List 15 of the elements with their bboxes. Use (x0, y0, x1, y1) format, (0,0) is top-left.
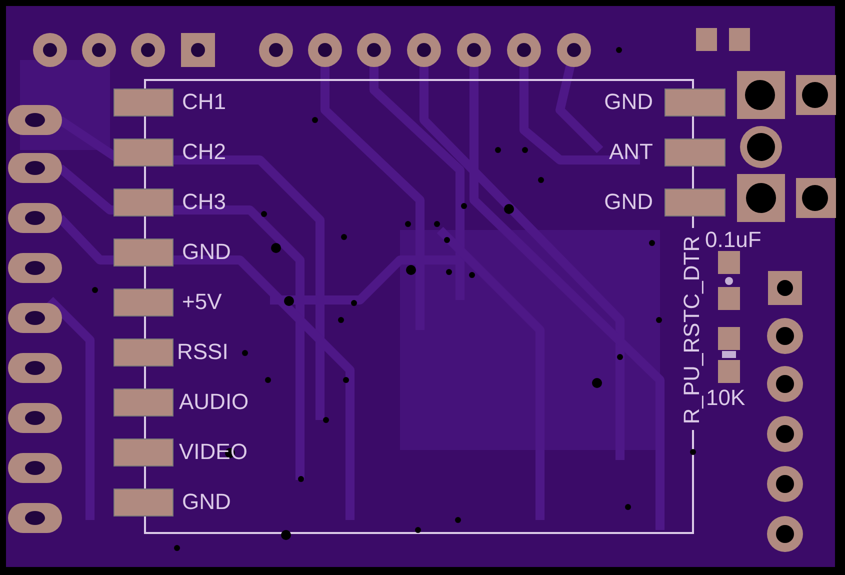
silkscreen-label: VIDEO (179, 441, 248, 463)
silkscreen-label: GND (182, 241, 231, 263)
silkscreen-label: GND (182, 491, 231, 513)
silkscreen-label: CH1 (182, 91, 226, 113)
silkscreen-label: ANT (609, 141, 653, 163)
silkscreen-label: RSSI (177, 341, 228, 363)
silkscreen-label: AUDIO (179, 391, 249, 413)
silkscreen-label: CH2 (182, 141, 226, 163)
silkscreen-label: 0.1uF (705, 229, 762, 251)
silkscreen-label: GND (604, 191, 653, 213)
silkscreen-label: GND (604, 91, 653, 113)
silkscreen-label: 10K (706, 387, 746, 409)
silkscreen-label: R_PU_RSTC_DTR (681, 236, 703, 424)
silkscreen-label: CH3 (182, 191, 226, 213)
silkscreen-label: +5V (182, 291, 222, 313)
